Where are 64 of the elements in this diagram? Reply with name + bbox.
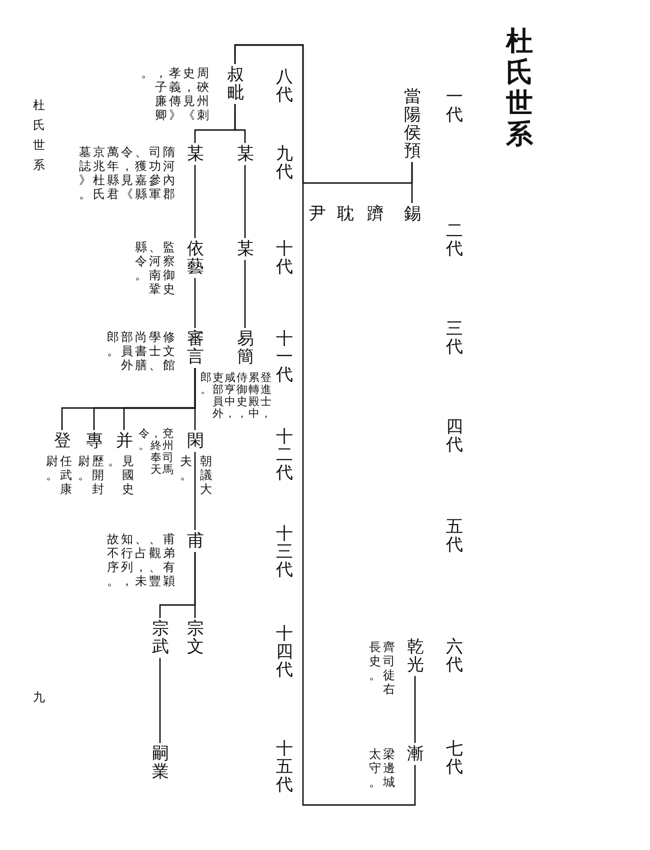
generation-label: 十代: [276, 240, 293, 276]
generation-label: 四代: [446, 418, 463, 454]
generation-label: 十二代: [276, 428, 293, 482]
person-name: 易簡: [236, 330, 254, 366]
person-name: 審言: [186, 330, 204, 366]
lineage-line: [244, 260, 246, 328]
generation-label: 六代: [446, 638, 463, 674]
person-name: 宗文: [186, 620, 204, 656]
generation-label: 一代: [446, 88, 463, 124]
person-name: 叔毗: [226, 66, 244, 102]
lineage-line: [194, 104, 236, 143]
biography-note: 修文館學士、尚書膳部員外郎。: [106, 330, 176, 372]
generation-label: 八代: [276, 68, 293, 104]
person-name: 閑: [186, 432, 204, 450]
biography-note: 見國史。: [107, 454, 135, 496]
generation-label: 十五代: [276, 740, 293, 794]
generation-label: 二代: [446, 222, 463, 258]
lineage-line: [159, 552, 196, 618]
biography-note: 監察御史、河南鞏縣令。: [134, 240, 176, 296]
lineage-line: [194, 165, 196, 238]
generation-label: 十一代: [276, 330, 293, 384]
person-name: 當陽侯預: [403, 88, 421, 160]
person-name: 漸: [406, 745, 424, 763]
running-header: 杜氏世系: [33, 97, 45, 174]
lineage-line: [234, 44, 416, 806]
lineage-line: [159, 658, 161, 743]
generation-label: 十四代: [276, 625, 293, 679]
person-name: 某: [236, 145, 254, 163]
generation-label: 十三代: [276, 525, 293, 579]
lineage-line: [414, 676, 416, 743]
person-name: 錫: [403, 205, 421, 223]
person-name: 嗣業: [151, 745, 169, 781]
person-name: 專: [85, 432, 103, 450]
biography-note: 兗州司馬，終奉天令。: [138, 428, 174, 476]
biography-note: 隋河內郡司功參軍、獲嘉縣令，見《萬年縣君京兆杜氏墓誌》。: [78, 145, 176, 201]
page-number: 九: [33, 689, 45, 706]
generation-label: 九代: [276, 145, 293, 181]
biography-note: 周硤州刺史，見《孝義傳》，子廉卿。: [140, 66, 210, 122]
biography-note: 甫弟有穎、觀、豐、占，未知行列，故不序。: [106, 532, 176, 588]
lineage-line: [244, 165, 246, 238]
person-name: 某: [236, 240, 254, 258]
biography-note: 歷開封尉。: [77, 454, 105, 496]
person-name: 甫: [186, 532, 204, 550]
generation-label: 七代: [446, 740, 463, 776]
person-name: 依藝: [186, 240, 204, 276]
biography-note: 任武康尉。: [45, 454, 73, 496]
person-name: 乾光: [406, 638, 424, 674]
lineage-line: [61, 368, 196, 430]
generation-label: 三代: [446, 320, 463, 356]
person-name: 尹: [308, 205, 326, 223]
person-name: 耽: [336, 205, 354, 223]
title: 杜氏世系: [506, 26, 533, 150]
generation-label: 五代: [446, 518, 463, 554]
biography-note: 梁邊城太守。: [368, 747, 396, 789]
person-name: 并: [115, 432, 133, 450]
biography-note: 朝議大夫。: [179, 454, 213, 496]
biography-note: 齊司徒右長史。: [368, 640, 396, 696]
lineage-line: [194, 278, 196, 328]
person-name: 宗武: [151, 620, 169, 656]
person-name: 某: [186, 145, 204, 163]
biography-note: 登進士，累轉殿中侍御史，咸亨中，吏部員外郎。: [200, 372, 272, 420]
person-name: 登: [53, 432, 71, 450]
person-name: 躋: [366, 205, 384, 223]
lineage-line: [194, 452, 196, 530]
